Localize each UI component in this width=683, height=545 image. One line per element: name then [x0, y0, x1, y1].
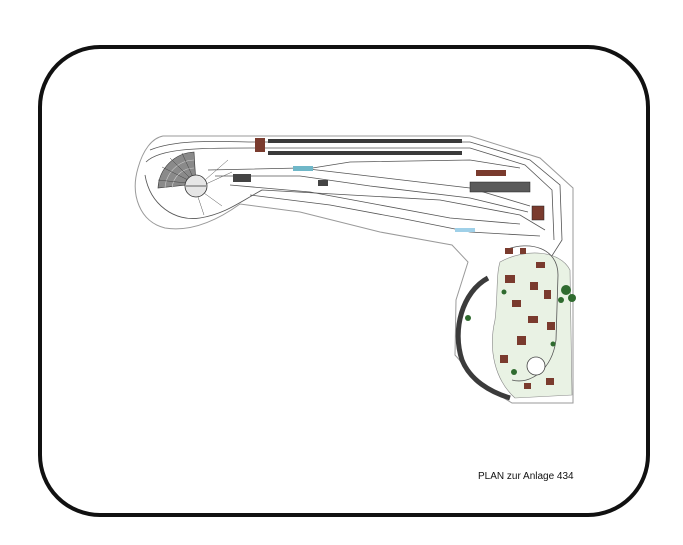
- station-platforms: [268, 139, 462, 155]
- small-building: [293, 166, 313, 171]
- turntable-radial-tracks: [197, 159, 233, 216]
- village-houses: [500, 248, 555, 389]
- loco-shed: [531, 205, 545, 221]
- main-tracks: [144, 141, 563, 263]
- water-basin: [455, 228, 475, 232]
- engine-shed: [476, 170, 506, 176]
- depot-building: [233, 174, 251, 182]
- village-turntable: [526, 356, 546, 376]
- tunnel-track: [455, 275, 511, 401]
- station-building: [255, 138, 265, 152]
- service-building: [318, 180, 328, 186]
- plan-caption: PLAN zur Anlage 434: [478, 471, 574, 482]
- trees: [465, 285, 576, 375]
- baseboard-outline: [134, 135, 574, 404]
- village-area: [492, 252, 573, 399]
- village-track: [504, 245, 559, 382]
- goods-shed: [469, 181, 531, 193]
